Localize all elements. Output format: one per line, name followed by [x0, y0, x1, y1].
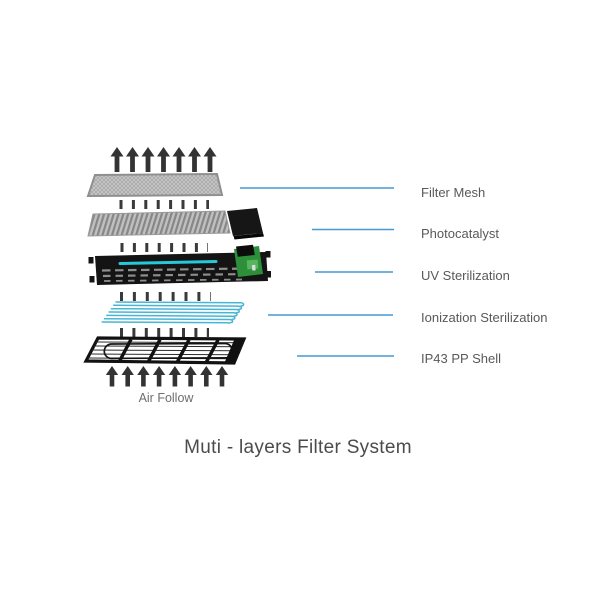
- leader-lines: [240, 187, 394, 357]
- filter-mesh-layer: [86, 172, 224, 198]
- pp-shell-layer: [83, 336, 247, 365]
- photocatalyst-pleats: [87, 210, 231, 237]
- mount-tab: [89, 276, 95, 283]
- up-arrow-icon: [110, 147, 124, 172]
- bottom-airflow-arrows: [105, 366, 229, 387]
- photocatalyst-end-cap: [227, 208, 263, 236]
- up-arrow-icon: [200, 366, 213, 387]
- up-arrow-icon: [137, 366, 150, 387]
- callout-label-uv-sterilization: UV Sterilization: [421, 268, 510, 283]
- shell-stadium-outline: [103, 342, 233, 360]
- uv-vent-slots: [101, 267, 251, 282]
- mount-tab: [265, 251, 271, 258]
- up-arrow-icon: [157, 147, 170, 172]
- up-arrow-icon: [121, 366, 134, 387]
- up-arrow-icon: [215, 366, 229, 387]
- shell-end-solid: [224, 339, 244, 363]
- ion-wire: [106, 314, 236, 321]
- ion-wire: [108, 311, 238, 318]
- callout-label-photocatalyst: Photocatalyst: [421, 226, 500, 241]
- ion-wire: [101, 321, 229, 324]
- up-arrow-icon: [126, 147, 139, 172]
- up-arrow-icon: [152, 366, 166, 387]
- ion-wire: [112, 304, 243, 311]
- mount-tab: [88, 257, 94, 264]
- pcb-chip: [236, 244, 255, 257]
- air-flow-label: Air Follow: [138, 391, 194, 405]
- up-arrow-icon: [105, 366, 119, 387]
- pcb-component: [246, 259, 259, 270]
- up-arrow-icon: [141, 147, 155, 172]
- uv-tube: [118, 260, 218, 265]
- ion-wire: [103, 317, 234, 324]
- filter-mesh-panel: [86, 172, 224, 198]
- callout-label-ionization-sterilization: Ionization Sterilization: [421, 310, 548, 325]
- callout-label-ip43-pp-shell: IP43 PP Shell: [421, 351, 501, 366]
- ion-wire: [115, 301, 245, 308]
- up-arrow-icon: [168, 366, 182, 387]
- diagram-title: Muti - layers Filter System: [184, 437, 412, 458]
- mount-tab: [266, 271, 271, 278]
- photocatalyst-layer: [87, 208, 264, 240]
- ion-wire: [110, 307, 240, 314]
- connector-dashes: [119, 200, 211, 337]
- up-arrow-icon: [203, 147, 217, 172]
- up-arrow-icon: [172, 147, 186, 172]
- uv-sterilization-layer: [88, 244, 271, 285]
- end-cap-lip: [233, 233, 264, 240]
- up-arrow-icon: [188, 147, 201, 172]
- pcb-pin: [251, 264, 256, 271]
- up-arrow-icon: [184, 366, 197, 387]
- ionization-wires-layer: [101, 301, 245, 324]
- callout-label-filter-mesh: Filter Mesh: [421, 185, 486, 200]
- top-airflow-arrows: [110, 147, 217, 172]
